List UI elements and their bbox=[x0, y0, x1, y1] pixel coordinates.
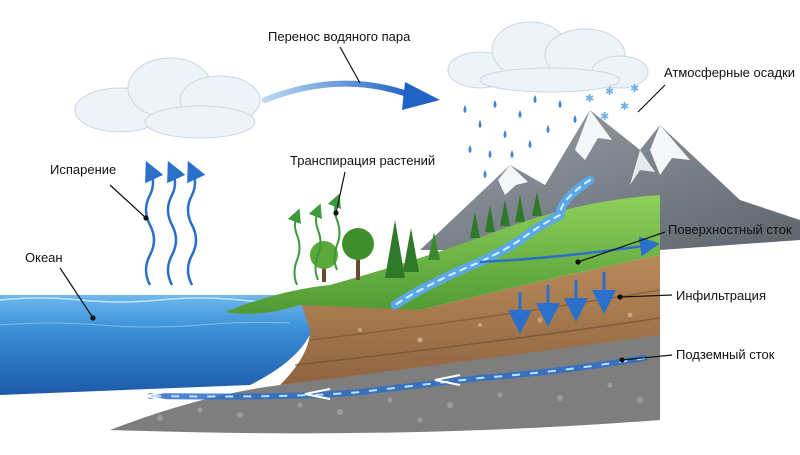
snowflake-icon: ✱✱ ✱✱✱ bbox=[585, 82, 639, 123]
transpiration-arrows bbox=[287, 193, 341, 286]
label-transpiration: Транспирация растений bbox=[290, 153, 436, 168]
svg-text:✱: ✱ bbox=[630, 82, 639, 95]
rain-cloud-icon bbox=[447, 21, 649, 93]
cloud-icon bbox=[74, 57, 261, 139]
evaporation-arrows bbox=[144, 160, 206, 286]
bedrock bbox=[110, 330, 660, 434]
infiltration-arrows bbox=[508, 272, 616, 334]
label-precipitation: Атмосферные осадки bbox=[664, 65, 796, 80]
label-evaporation: Испарение bbox=[50, 162, 117, 177]
svg-text:✱: ✱ bbox=[585, 92, 594, 105]
label-vapor-transport: Перенос водяного пара bbox=[268, 29, 411, 44]
label-ocean: Океан bbox=[25, 250, 63, 265]
label-infiltration: Инфильтрация bbox=[676, 288, 766, 303]
mountain-icon bbox=[420, 110, 800, 250]
raindrop-icon bbox=[463, 95, 577, 178]
vapor-transport-arrow bbox=[262, 80, 440, 110]
label-surface-runoff: Поверхностный сток bbox=[668, 222, 792, 237]
leader-lines bbox=[59, 46, 673, 363]
svg-text:✱: ✱ bbox=[605, 85, 614, 98]
groundwater-arrows bbox=[144, 355, 648, 402]
svg-text:✱: ✱ bbox=[620, 100, 629, 113]
label-groundwater-flow: Подземный сток bbox=[676, 347, 775, 362]
svg-text:✱: ✱ bbox=[600, 110, 609, 123]
surface-river bbox=[390, 175, 660, 310]
